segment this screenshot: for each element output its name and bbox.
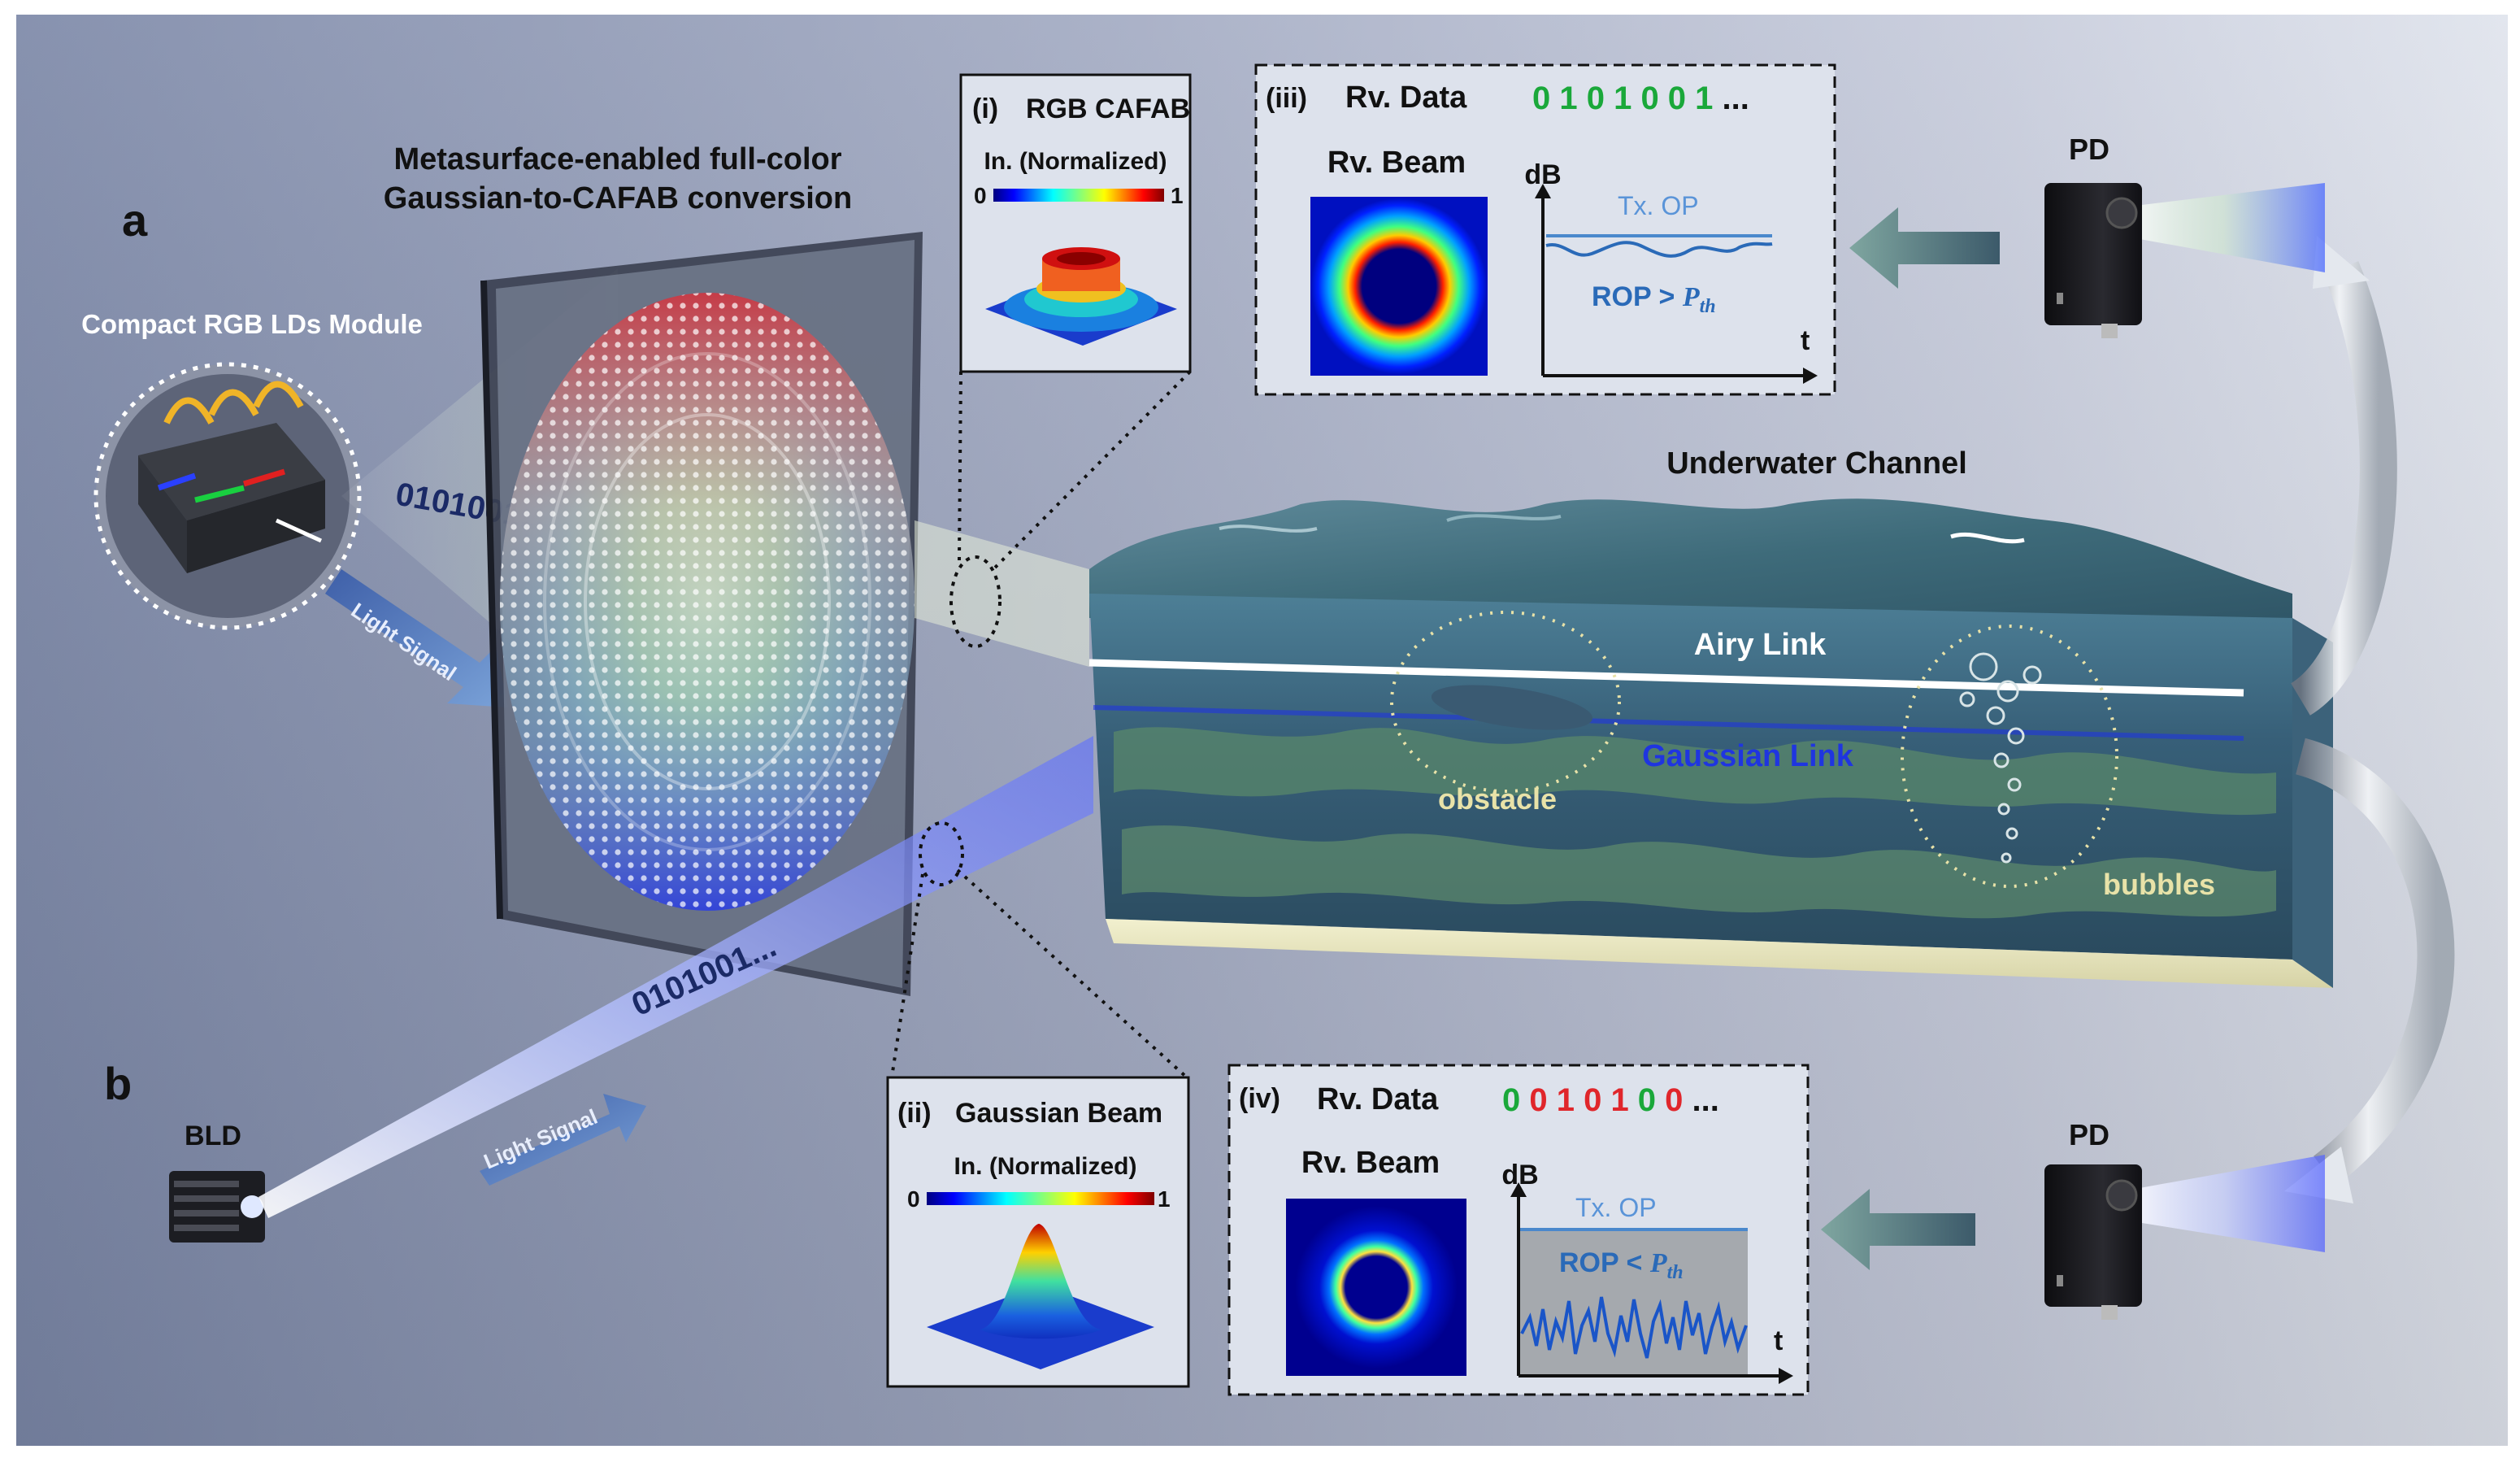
inset-ii-scale-max: 1: [1158, 1186, 1171, 1212]
obstacle: obstacle: [1390, 611, 1621, 816]
obstacle-label: obstacle: [1438, 782, 1557, 816]
inset-iv-beam-label: Rv. Beam: [1301, 1146, 1440, 1180]
inset-iii-beam-label: Rv. Beam: [1327, 146, 1466, 180]
bit: 0: [1502, 1082, 1520, 1118]
inset-iv-bits: 0 0 1 0 1 0 0 ...: [1502, 1082, 1719, 1118]
inset-i-tag: (i): [972, 94, 998, 124]
inset-iii-x-label: t: [1801, 325, 1810, 356]
inset-iii-rop: ROP > Pth: [1592, 281, 1716, 317]
inset-iv-tag: (iv): [1239, 1083, 1280, 1114]
gaussian-link-label: Gaussian Link: [1642, 739, 1854, 773]
pd-top: [2044, 183, 2142, 338]
inset-iv-rop: ROP < Pth: [1559, 1247, 1684, 1283]
inset-iv-received-beam: [1295, 1206, 1458, 1369]
gaussian-3d-plot: [927, 1224, 1154, 1369]
curve-arrow-bottom: [2295, 738, 2455, 1186]
inset-ii-tag: (ii): [897, 1098, 932, 1129]
inset-iii: (iii) Rv. Data 0 1 0 1 0 0 1 ... Rv. Bea…: [1254, 63, 1836, 396]
bld-label: BLD: [185, 1121, 241, 1151]
inset-iii-tag: (iii): [1266, 83, 1307, 114]
inset-ii: (ii) Gaussian Beam In. (Normalized) 0 1: [886, 1076, 1190, 1388]
inset-ii-colorbar: [927, 1192, 1154, 1205]
inset-i-scale-max: 1: [1171, 183, 1184, 208]
bubbles: bubbles: [1901, 625, 2215, 901]
airy-link-label: Airy Link: [1694, 628, 1827, 662]
pd-bottom-glow: [2122, 1155, 2325, 1252]
rgb-ld-module: [93, 362, 362, 630]
bit: 1: [1548, 1082, 1575, 1118]
inset-iv: (iv) Rv. Data 0 0 1 0 1 0 0 ... Rv. Beam…: [1227, 1064, 1810, 1396]
airy-link: [1088, 659, 2244, 697]
zoom-ellipse-ii: [919, 821, 964, 886]
bit: 1: [1550, 81, 1577, 116]
inset-iv-tx-label: Tx. OP: [1575, 1193, 1657, 1222]
panel-label-b: b: [104, 1058, 132, 1109]
bit: 0: [1578, 81, 1605, 116]
bit: 1: [1605, 81, 1631, 116]
inset-iv-x-label: t: [1774, 1325, 1783, 1356]
bits-ellipsis: ...: [1713, 81, 1749, 116]
channel-title: Underwater Channel: [1666, 446, 1967, 481]
bit: 0: [1629, 1082, 1656, 1118]
inset-iii-data-label: Rv. Data: [1345, 81, 1467, 115]
gaussian-blue-beam: [259, 736, 1093, 1218]
rgb-module-label: Compact RGB LDs Module: [81, 309, 423, 339]
bit: 1: [1601, 1082, 1628, 1118]
pd-bottom-label: PD: [2069, 1118, 2109, 1151]
inset-i-scale-label: In. (Normalized): [984, 148, 1167, 175]
metasurface: [480, 232, 923, 996]
inset-iii-tx-label: Tx. OP: [1618, 191, 1699, 220]
inset-iii-bits: 0 1 0 1 0 0 1 ...: [1532, 81, 1749, 116]
pd-top-glow: [2122, 183, 2325, 272]
inset-iv-received-power: [1520, 1296, 1748, 1359]
bit: 0: [1532, 81, 1550, 116]
inset-ii-scale-min: 0: [907, 1186, 920, 1212]
bit: 0: [1656, 1082, 1683, 1118]
inset-i-title: RGB CAFAB: [1026, 94, 1190, 124]
arrow-pd-top-to-iii: [1849, 207, 2000, 289]
bit: 0: [1631, 81, 1658, 116]
inset-i-colorbar: [993, 189, 1164, 202]
curve-arrow-top: [2289, 261, 2397, 716]
metasurface-title-1: Metasurface-enabled full-color: [393, 142, 841, 176]
inset-i-scale-min: 0: [974, 183, 987, 208]
bit: 0: [1575, 1082, 1601, 1118]
pd-top-label: PD: [2069, 133, 2109, 166]
inset-iv-data-label: Rv. Data: [1317, 1082, 1439, 1116]
bld-device: [169, 1171, 265, 1243]
pd-bottom: [2044, 1164, 2142, 1320]
inset-ii-title: Gaussian Beam: [955, 1098, 1162, 1129]
panel-label-a: a: [122, 194, 148, 246]
bits-ellipsis: ...: [1683, 1082, 1718, 1118]
gaussian-link-line: [1093, 705, 2244, 741]
inset-iii-received-power: [1545, 241, 1773, 258]
inset-iii-received-beam: [1311, 198, 1487, 374]
metasurface-title-2: Gaussian-to-CAFAB conversion: [384, 181, 852, 215]
bit: 0: [1659, 81, 1686, 116]
inset-ii-scale-label: In. (Normalized): [954, 1153, 1136, 1180]
zoom-ellipse-i: [949, 555, 1001, 648]
arrow-pd-bottom-to-iv: [1821, 1189, 1975, 1270]
bit: 1: [1686, 81, 1713, 116]
cafab-3d-plot: [985, 247, 1177, 346]
bubbles-label: bubbles: [2103, 868, 2215, 901]
bit: 0: [1520, 1082, 1547, 1118]
inset-i: (i) RGB CAFAB In. (Normalized) 0 1: [959, 73, 1192, 373]
